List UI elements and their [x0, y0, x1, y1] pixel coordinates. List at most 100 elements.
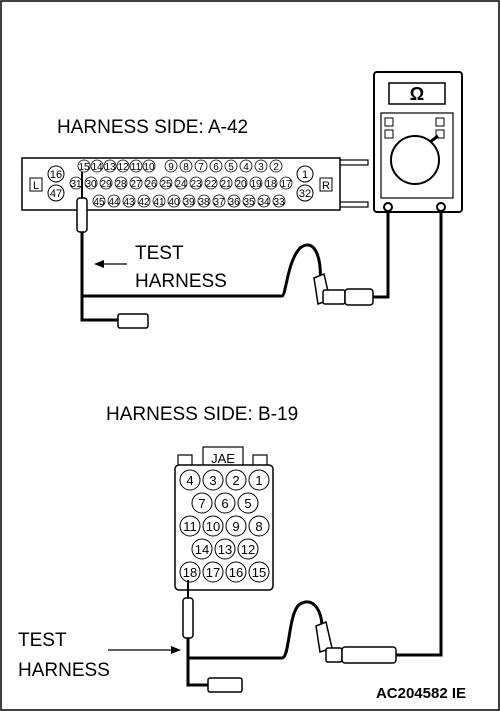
pin-a-32: [296, 184, 314, 202]
pin-a-33-label: 33: [273, 197, 285, 208]
pin-a-44-label: 44: [108, 197, 120, 208]
pin-a-30: [84, 176, 98, 190]
harness-lower-plug: [207, 677, 243, 693]
pin-a-38: [197, 194, 211, 208]
pin-a-38-label: 38: [198, 197, 210, 208]
pin-a-40: [167, 194, 181, 208]
pin-a-4-label: 4: [243, 162, 249, 173]
side-marker-left-label: L: [33, 180, 39, 192]
pin-b-10-label: 10: [206, 519, 220, 534]
pin-a-29: [99, 176, 113, 190]
figure-code: AC204582 IE: [376, 685, 466, 702]
multimeter-display: [388, 82, 446, 105]
pin-a-45: [92, 194, 106, 208]
test-harness-upper-line1: TEST: [135, 243, 184, 264]
pin-a-16-label: 16: [50, 169, 62, 181]
pin-b-7-label: 7: [198, 496, 205, 511]
pin-a-11-label: 11: [131, 162, 142, 173]
pin-a-23: [189, 176, 203, 190]
harness-upper-plug: [117, 313, 149, 329]
pin-a-9: [164, 159, 178, 173]
pin-b-1-label: 1: [255, 473, 262, 488]
pin-b-9-label: 9: [232, 519, 239, 534]
harness-upper-wire-lead: [80, 232, 118, 322]
connector-a-bottom-row: 45 44 43 42 41 40 39 38 37 36 35 34 33: [92, 194, 286, 208]
probe-lower-body: [182, 597, 194, 639]
pin-a-14: [90, 159, 104, 173]
connector-b-label: HARNESS SIDE: B-19: [106, 404, 298, 425]
connector-b-tag: JAE: [211, 451, 235, 466]
pin-b-13-label: 13: [218, 542, 232, 557]
test-harness-lower: [182, 580, 397, 693]
pin-a-45-label: 45: [93, 197, 105, 208]
pin-a-34-label: 34: [258, 197, 270, 208]
dial-pointer: [429, 134, 439, 144]
pin-a-7: [194, 159, 208, 173]
pin-b-3-label: 3: [209, 473, 216, 488]
pin-a-39: [182, 194, 196, 208]
harness-lower-wire-loop: [188, 600, 326, 660]
pin-a-36-label: 36: [228, 197, 240, 208]
pin-a-5-label: 5: [228, 162, 234, 173]
pin-a-12-label: 12: [117, 162, 129, 173]
test-harness-lower-line1: TEST: [18, 630, 67, 651]
pin-a-13-label: 13: [104, 162, 116, 173]
pin-a-10: [142, 159, 156, 173]
pin-a-8-label: 8: [183, 162, 189, 173]
multimeter-button-4: [435, 129, 445, 139]
pin-a-28-label: 28: [115, 179, 127, 190]
pin-a-19-label: 19: [250, 179, 262, 190]
pin-a-20-label: 20: [235, 179, 247, 190]
pin-a-31-label: 31: [70, 179, 82, 190]
connector-a-rail-right-bottom: [337, 201, 369, 208]
connector-b: JAE 4 3 2 1 7 6 5 11 10 9 8 14 13 12 18 …: [174, 446, 274, 591]
pin-a-15: [77, 159, 91, 173]
pin-a-14-label: 14: [91, 162, 103, 173]
pin-b-11-label: 11: [183, 519, 197, 534]
test-harness-upper: [76, 172, 390, 329]
pin-a-7-label: 7: [198, 162, 204, 173]
pin-b-18: [179, 561, 201, 583]
pin-a-17-label: 17: [280, 179, 292, 190]
pin-a-16: [47, 165, 65, 183]
meter-jack-v: [436, 202, 446, 212]
multimeter-button-1: [384, 117, 394, 127]
pin-a-22-label: 22: [205, 179, 217, 190]
pin-b-7: [191, 492, 213, 514]
pin-a-21-label: 21: [220, 179, 232, 190]
multimeter: Ω: [373, 71, 463, 213]
pin-b-10: [202, 515, 224, 537]
connector-a: L R 16 47 1 32 15 14 13 12 11 10 9 8 7 6…: [21, 157, 369, 211]
pin-a-21: [219, 176, 233, 190]
pin-a-42-label: 42: [138, 197, 150, 208]
connector-a-rail-right-top: [337, 159, 369, 166]
multimeter-button-2: [384, 129, 394, 139]
pin-a-35-label: 35: [243, 197, 255, 208]
pin-b-8-label: 8: [255, 519, 262, 534]
lead-lower-connector: [341, 646, 397, 664]
pin-a-17: [279, 176, 293, 190]
meter-lead-2: [396, 213, 443, 657]
rotary-selector-dial: [390, 135, 440, 185]
pin-b-12-label: 12: [241, 542, 255, 557]
clip-lower-plug: [325, 647, 343, 663]
pin-a-20: [234, 176, 248, 190]
pin-a-8: [179, 159, 193, 173]
side-marker-right: [319, 177, 333, 192]
pin-b-6-label: 6: [221, 496, 228, 511]
test-harness-lower-line2: HARNESS: [18, 660, 110, 681]
pin-b-15-label: 15: [252, 565, 266, 580]
pin-a-18: [264, 176, 278, 190]
pin-b-4: [179, 469, 201, 491]
pin-a-37-label: 37: [213, 197, 225, 208]
pin-b-16-label: 16: [229, 565, 243, 580]
pin-a-36: [227, 194, 241, 208]
pin-b-12: [237, 538, 259, 560]
pin-a-6: [209, 159, 223, 173]
pin-b-4-label: 4: [186, 473, 193, 488]
pin-a-26-label: 26: [145, 179, 157, 190]
pin-a-9-label: 9: [168, 162, 174, 173]
pin-a-32-label: 32: [299, 188, 311, 200]
